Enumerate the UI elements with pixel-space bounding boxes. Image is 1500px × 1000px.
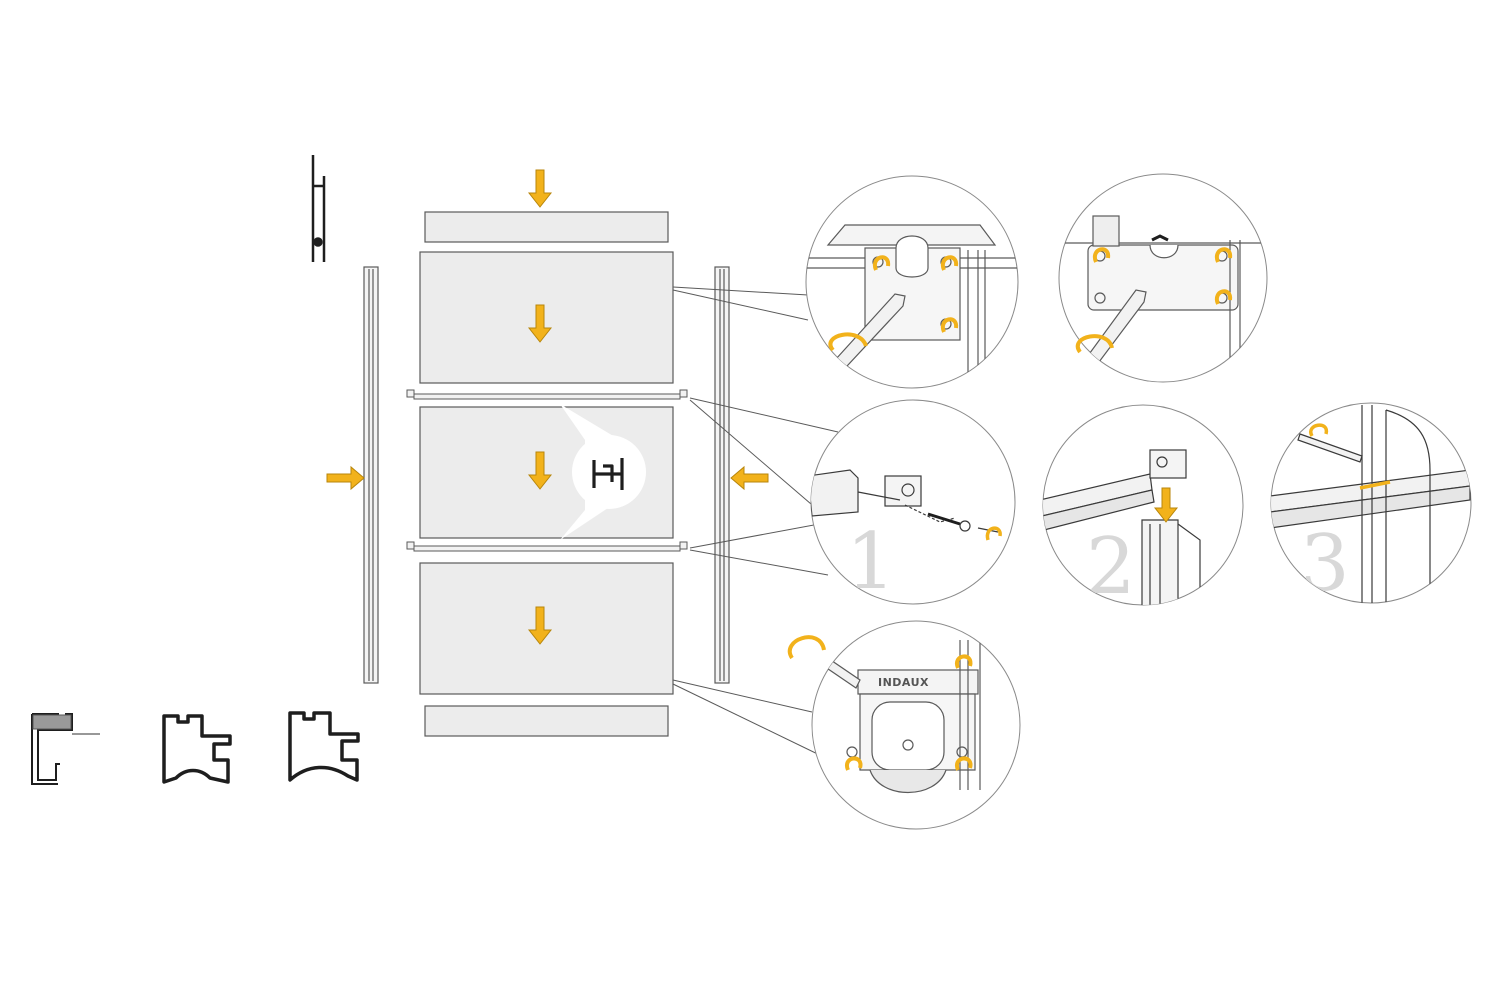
h-profile-callout bbox=[560, 404, 646, 540]
arrow-left-icon bbox=[730, 465, 769, 491]
arrow-down-icon bbox=[527, 451, 553, 490]
profile-section-3 bbox=[288, 711, 360, 782]
transom-lower bbox=[406, 541, 688, 552]
detail-circle-bottom-roller: INDAUX bbox=[787, 620, 1021, 830]
panel-top bbox=[419, 251, 674, 384]
step-number: 1 bbox=[846, 517, 896, 607]
arrow-right-icon bbox=[326, 465, 365, 491]
arrow-down-icon bbox=[527, 169, 553, 208]
rotate-arrow-icon bbox=[985, 526, 1002, 541]
detail-circle-step-3: 3 bbox=[1270, 402, 1472, 609]
leader-lines bbox=[672, 286, 839, 761]
top-rail bbox=[424, 211, 669, 243]
arrow-down-icon bbox=[527, 304, 553, 343]
bottom-rail bbox=[424, 705, 669, 737]
handle-profile bbox=[311, 155, 326, 262]
profile-section-2 bbox=[162, 714, 232, 784]
brand-label: INDAUX bbox=[878, 676, 929, 689]
detail-circle-top-roller-1 bbox=[805, 175, 1019, 389]
right-frame-profile bbox=[714, 266, 730, 684]
profile-section-1 bbox=[31, 713, 100, 785]
rotate-arrow-icon bbox=[787, 635, 973, 771]
detail-circle-step-2: 2 bbox=[1042, 404, 1244, 612]
rotate-arrow-icon bbox=[1309, 423, 1391, 490]
left-frame-profile bbox=[363, 266, 379, 684]
arrow-down-icon bbox=[527, 606, 553, 645]
arrow-down-icon bbox=[1153, 487, 1179, 523]
detail-circle-top-roller-2 bbox=[1058, 173, 1268, 383]
detail-circle-step-1: 1 bbox=[810, 399, 1016, 607]
panel-bottom bbox=[419, 562, 674, 695]
rotate-arrow-icon bbox=[1075, 247, 1233, 354]
rotate-arrow-icon bbox=[828, 255, 959, 352]
transom-upper bbox=[406, 389, 688, 400]
step-number: 3 bbox=[1300, 519, 1350, 609]
step-number: 2 bbox=[1086, 522, 1136, 612]
